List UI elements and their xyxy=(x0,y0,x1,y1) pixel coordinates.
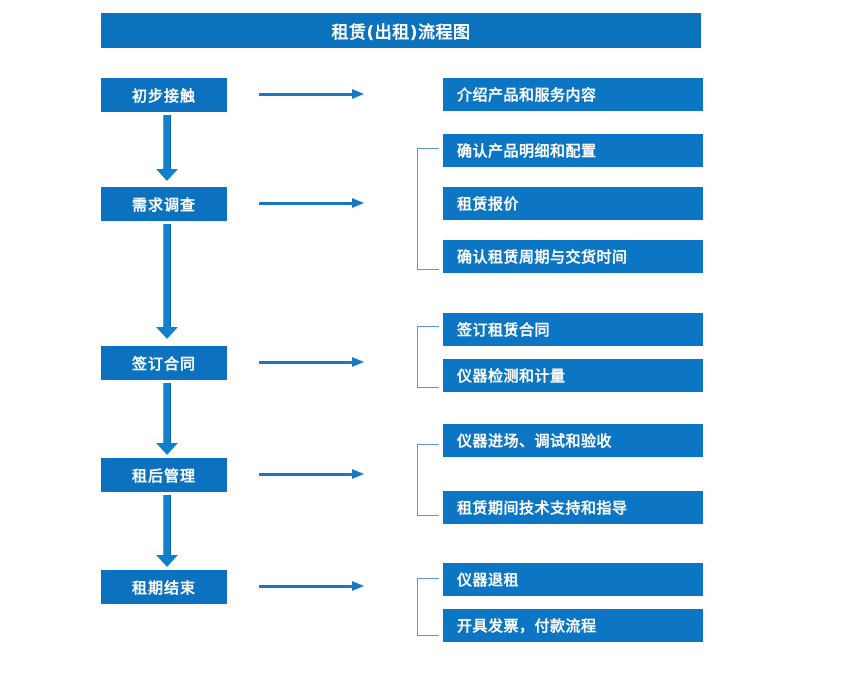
arrow-shaft xyxy=(259,361,354,364)
arrow-shaft xyxy=(259,93,354,96)
page-title: 租赁(出租)流程图 xyxy=(101,13,701,48)
arrow-head xyxy=(156,169,178,181)
arrow-head xyxy=(352,198,364,208)
detail-box-3-1[interactable]: 签订租赁合同 xyxy=(443,313,703,346)
right-arrow-icon-2 xyxy=(259,198,364,210)
left-bracket-icon-3 xyxy=(417,326,439,388)
arrow-shaft xyxy=(259,473,354,476)
arrow-head xyxy=(156,327,178,339)
left-bracket-icon-4 xyxy=(417,444,439,516)
stage-box-2[interactable]: 需求调查 xyxy=(101,187,227,221)
detail-box-2-3[interactable]: 确认租赁周期与交货时间 xyxy=(443,240,703,273)
arrow-head xyxy=(352,581,364,591)
detail-box-5-2[interactable]: 开具发票，付款流程 xyxy=(443,609,703,642)
detail-box-2-2[interactable]: 租赁报价 xyxy=(443,187,703,220)
stage-box-3[interactable]: 签订合同 xyxy=(101,346,227,380)
detail-box-1-1[interactable]: 介绍产品和服务内容 xyxy=(443,78,703,111)
arrow-head xyxy=(156,443,178,455)
arrow-head xyxy=(352,89,364,99)
detail-box-5-1[interactable]: 仪器退租 xyxy=(443,563,703,596)
detail-box-4-1[interactable]: 仪器进场、调试和验收 xyxy=(443,424,703,457)
arrow-head xyxy=(352,357,364,367)
down-block-arrow-icon-3 xyxy=(156,383,178,455)
arrow-shaft xyxy=(163,224,171,327)
arrow-shaft xyxy=(163,495,171,555)
down-block-arrow-icon-2 xyxy=(156,224,178,339)
right-arrow-icon-4 xyxy=(259,469,364,481)
arrow-shaft xyxy=(163,383,171,443)
stage-box-5[interactable]: 租期结束 xyxy=(101,570,227,604)
arrow-shaft xyxy=(163,115,171,169)
detail-box-4-2[interactable]: 租赁期间技术支持和指导 xyxy=(443,491,703,524)
right-arrow-icon-1 xyxy=(259,89,364,101)
arrow-head xyxy=(352,469,364,479)
right-arrow-icon-3 xyxy=(259,357,364,369)
down-block-arrow-icon-4 xyxy=(156,495,178,567)
arrow-shaft xyxy=(259,585,354,588)
down-block-arrow-icon-1 xyxy=(156,115,178,181)
arrow-head xyxy=(156,555,178,567)
detail-box-2-1[interactable]: 确认产品明细和配置 xyxy=(443,134,703,167)
stage-box-1[interactable]: 初步接触 xyxy=(101,78,227,112)
stage-box-4[interactable]: 租后管理 xyxy=(101,458,227,492)
arrow-shaft xyxy=(259,202,354,205)
left-bracket-icon-5 xyxy=(417,578,439,636)
left-bracket-icon-2 xyxy=(417,148,439,270)
detail-box-3-2[interactable]: 仪器检测和计量 xyxy=(443,359,703,392)
right-arrow-icon-5 xyxy=(259,581,364,593)
